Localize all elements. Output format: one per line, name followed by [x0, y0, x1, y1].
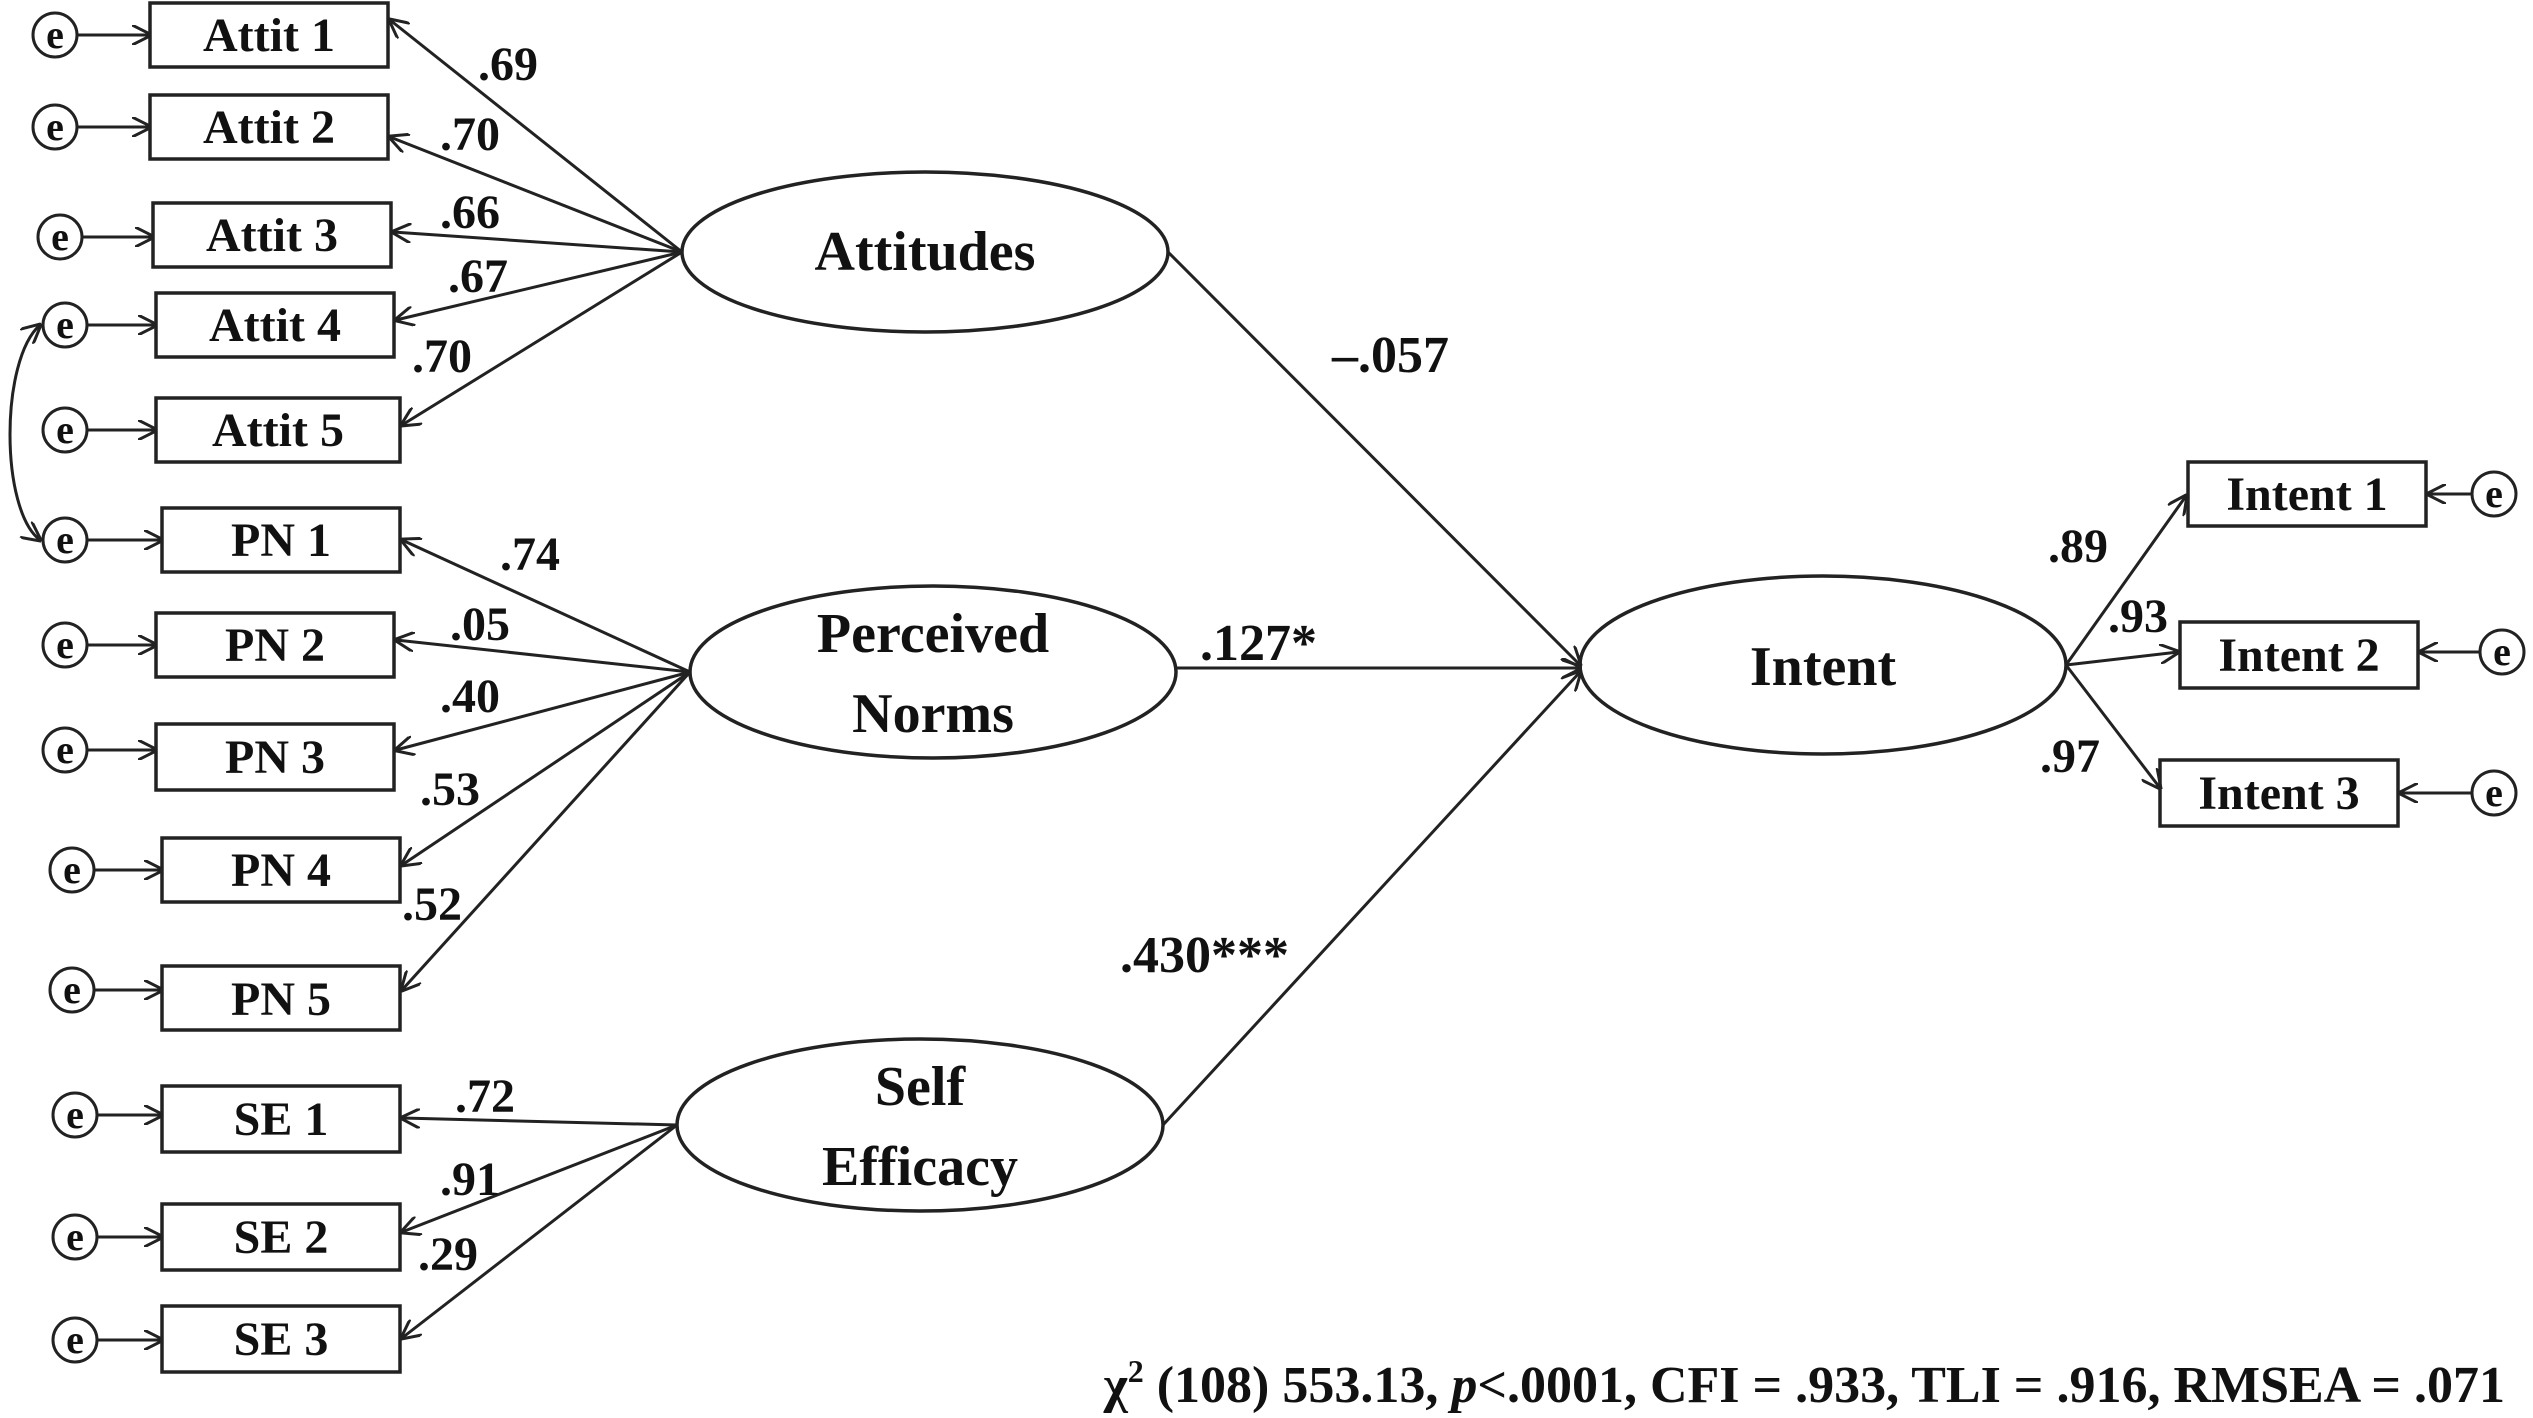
indicator-label: Attit 1 — [203, 9, 335, 62]
indicator-attit-4: e Attit 4 .67 — [41, 250, 683, 359]
path-coefficient: –.057 — [1331, 327, 1449, 384]
indicator-label: Intent 1 — [2226, 468, 2387, 521]
indicator-attit-3: e Attit 3 .66 — [36, 186, 683, 269]
latent-attitudes: Attitudes — [680, 170, 1170, 334]
loading-label: .97 — [2040, 730, 2100, 783]
path-norms-to-intent: .127* — [1176, 615, 1580, 672]
indicator-label: PN 2 — [225, 619, 325, 672]
indicator-pn-2: e PN 2 .05 — [41, 598, 691, 679]
svg-text:e: e — [63, 967, 81, 1012]
svg-text:e: e — [51, 214, 69, 259]
svg-text:e: e — [56, 622, 74, 667]
indicator-attit-1: e Attit 1 .69 — [31, 1, 683, 254]
latent-efficacy-label-line1: Self — [875, 1056, 967, 1118]
loading-label: .74 — [500, 528, 560, 581]
latent-norms-label-line2: Norms — [852, 683, 1014, 745]
svg-text:e: e — [2493, 629, 2511, 674]
loading-label: .91 — [440, 1153, 500, 1206]
loading-label: .89 — [2048, 520, 2108, 573]
svg-text:e: e — [66, 1214, 84, 1259]
error-covariance-arc — [8, 325, 40, 540]
latent-perceived-norms: Perceived Norms — [688, 584, 1178, 760]
svg-text:e: e — [56, 517, 74, 562]
svg-text:e: e — [63, 847, 81, 892]
indicator-attit-2: e Attit 2 .70 — [31, 93, 683, 254]
loading-label: .29 — [418, 1228, 478, 1281]
latent-norms-label-line1: Perceived — [817, 603, 1049, 665]
indicator-pn-5: e PN 5 .52 — [48, 670, 692, 1032]
indicator-label: Intent 3 — [2198, 767, 2359, 820]
loading-label: .53 — [420, 763, 480, 816]
svg-text:e: e — [66, 1092, 84, 1137]
indicator-label: SE 1 — [234, 1093, 329, 1146]
indicator-label: PN 3 — [225, 731, 325, 784]
svg-text:e: e — [2485, 770, 2503, 815]
path-attitudes-to-intent: –.057 — [1166, 250, 1580, 665]
indicator-label: PN 4 — [231, 844, 331, 897]
indicator-label: SE 3 — [234, 1313, 329, 1366]
latent-attitudes-label: Attitudes — [815, 221, 1036, 283]
svg-text:e: e — [56, 407, 74, 452]
latent-intent-label: Intent — [1750, 636, 1897, 698]
indicator-label: SE 2 — [234, 1211, 329, 1264]
loading-label: .70 — [440, 108, 500, 161]
latent-intent: Intent — [1578, 574, 2068, 756]
svg-text:e: e — [56, 302, 74, 347]
loading-label: .67 — [448, 250, 508, 303]
indicator-pn-1: e PN 1 .74 — [41, 506, 691, 674]
indicator-se-1: e SE 1 .72 — [51, 1070, 678, 1154]
indicator-pn-4: e PN 4 .53 — [48, 670, 691, 904]
loading-label: .40 — [440, 670, 500, 723]
loading-label: .70 — [412, 330, 472, 383]
path-efficacy-to-intent: .430*** — [1120, 672, 1580, 1127]
indicator-attit-5: e Attit 5 .70 — [41, 250, 683, 464]
svg-text:e: e — [46, 12, 64, 57]
indicator-intent-2: Intent 2 e .93 — [2065, 590, 2526, 690]
loading-label: .52 — [402, 878, 462, 931]
loading-label: .93 — [2108, 590, 2168, 643]
indicator-label: Attit 3 — [206, 209, 338, 262]
indicator-label: Attit 4 — [209, 299, 341, 352]
indicator-label: Intent 2 — [2218, 629, 2379, 682]
svg-text:e: e — [56, 727, 74, 772]
indicator-pn-3: e PN 3 .40 — [41, 670, 691, 792]
path-coefficient: .430*** — [1120, 927, 1289, 984]
svg-text:e: e — [46, 104, 64, 149]
indicator-label: PN 5 — [231, 973, 331, 1026]
indicator-se-3: e SE 3 .29 — [51, 1123, 678, 1374]
indicator-intent-1: Intent 1 e .89 — [2048, 460, 2518, 666]
svg-text:e: e — [66, 1317, 84, 1362]
fit-statistics: χ2 (108) 553.13, p<.0001, CFI = .933, TL… — [1103, 1353, 2505, 1414]
latent-self-efficacy: Self Efficacy — [675, 1037, 1165, 1213]
latent-efficacy-label-line2: Efficacy — [822, 1136, 1018, 1198]
indicator-se-2: e SE 2 .91 — [51, 1123, 678, 1272]
indicator-label: PN 1 — [231, 514, 331, 567]
loading-label: .72 — [455, 1070, 515, 1123]
indicator-label: Attit 2 — [203, 101, 335, 154]
indicator-intent-3: Intent 3 e .97 — [2040, 664, 2518, 828]
loading-label: .66 — [440, 186, 500, 239]
svg-text:e: e — [2485, 471, 2503, 516]
indicator-label: Attit 5 — [212, 404, 344, 457]
loading-label: .69 — [478, 38, 538, 91]
path-coefficient: .127* — [1200, 615, 1317, 672]
loading-label: .05 — [450, 598, 510, 651]
